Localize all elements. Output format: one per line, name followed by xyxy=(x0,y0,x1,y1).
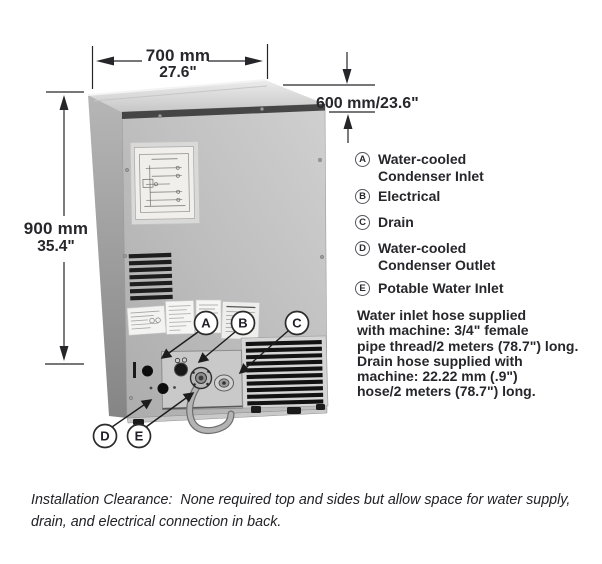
legend-item-c: C Drain xyxy=(355,214,558,231)
height-dimension xyxy=(45,91,84,365)
legend-a-circle-icon: A xyxy=(355,152,370,167)
panel-slot-mark xyxy=(133,362,136,378)
wiring-diagram-label xyxy=(129,141,201,225)
dim-depth-label: 600 mm/23.6" xyxy=(316,95,419,112)
top-edge-highlight xyxy=(87,79,266,96)
callout-c-letter: C xyxy=(292,316,302,331)
legend-b-circle-icon: B xyxy=(355,189,370,204)
callout-c-circle: C xyxy=(284,310,310,336)
callout-circles: A B C D E xyxy=(92,310,310,449)
hose-supply-note: Water inlet hose supplied with machine: … xyxy=(357,307,579,400)
legend-c-label: Drain xyxy=(378,214,414,230)
dim-height-mm-label: 900 mm xyxy=(23,219,89,238)
dim-width-mm-label: 700 mm xyxy=(145,46,211,65)
callout-b-arrow xyxy=(197,331,236,364)
top-shadow-band xyxy=(122,104,325,119)
legend-b-label: Electrical xyxy=(378,188,441,204)
callout-arrows xyxy=(111,330,289,428)
callout-d-letter: D xyxy=(100,429,109,444)
legend-e-label: Potable Water Inlet xyxy=(378,280,504,296)
callout-b-circle: B xyxy=(230,310,256,336)
legend-d-circle-icon: D xyxy=(355,241,370,256)
water-hose xyxy=(186,383,235,435)
drain-fitting xyxy=(214,374,234,392)
machine-feet xyxy=(133,404,325,425)
legend-item-b: B Electrical xyxy=(355,188,558,205)
legend-item-a: A Water-cooled Condenser Inlet xyxy=(355,151,558,184)
wiring-schematic-lines xyxy=(139,153,190,213)
condenser-inlet-port xyxy=(142,365,153,377)
electrical-connector xyxy=(174,357,188,377)
legend-item-e: E Potable Water Inlet xyxy=(355,280,558,297)
dim-width-in-label: 27.6" xyxy=(159,64,197,81)
callout-d-arrow xyxy=(111,399,153,428)
callout-d-circle: D xyxy=(92,423,118,449)
legend-c-circle-icon: C xyxy=(355,215,370,230)
callout-e-arrow xyxy=(145,392,195,428)
upper-vent-grille xyxy=(128,252,173,301)
callout-c-arrow xyxy=(238,330,289,375)
callout-a-letter: A xyxy=(201,316,211,331)
machine-left-face xyxy=(88,95,127,418)
condenser-outlet-port xyxy=(149,383,176,394)
legend-d-label: Water-cooled Condenser Outlet xyxy=(378,240,496,273)
callout-a-arrow xyxy=(160,331,199,359)
callout-e-circle: E xyxy=(126,423,152,449)
dim-height-in-label: 35.4" xyxy=(37,238,75,255)
rating-sticker xyxy=(126,305,167,336)
installation-clearance-note: Installation Clearance: None required to… xyxy=(31,492,571,530)
lower-vent-grille xyxy=(240,335,329,409)
callout-a-circle: A xyxy=(193,310,219,336)
top-face-crease xyxy=(93,85,268,102)
width-dimension xyxy=(91,44,269,89)
rating-sticker xyxy=(165,300,195,335)
legend-a-label: Water-cooled Condenser Inlet xyxy=(378,151,484,184)
legend-item-d: D Water-cooled Condenser Outlet xyxy=(355,240,558,273)
legend-e-circle-icon: E xyxy=(355,281,370,296)
callout-e-letter: E xyxy=(135,429,144,444)
depth-dimension xyxy=(283,52,375,143)
potable-water-fitting xyxy=(189,366,213,390)
machine-top-face xyxy=(88,80,325,112)
callout-b-letter: B xyxy=(238,316,247,331)
